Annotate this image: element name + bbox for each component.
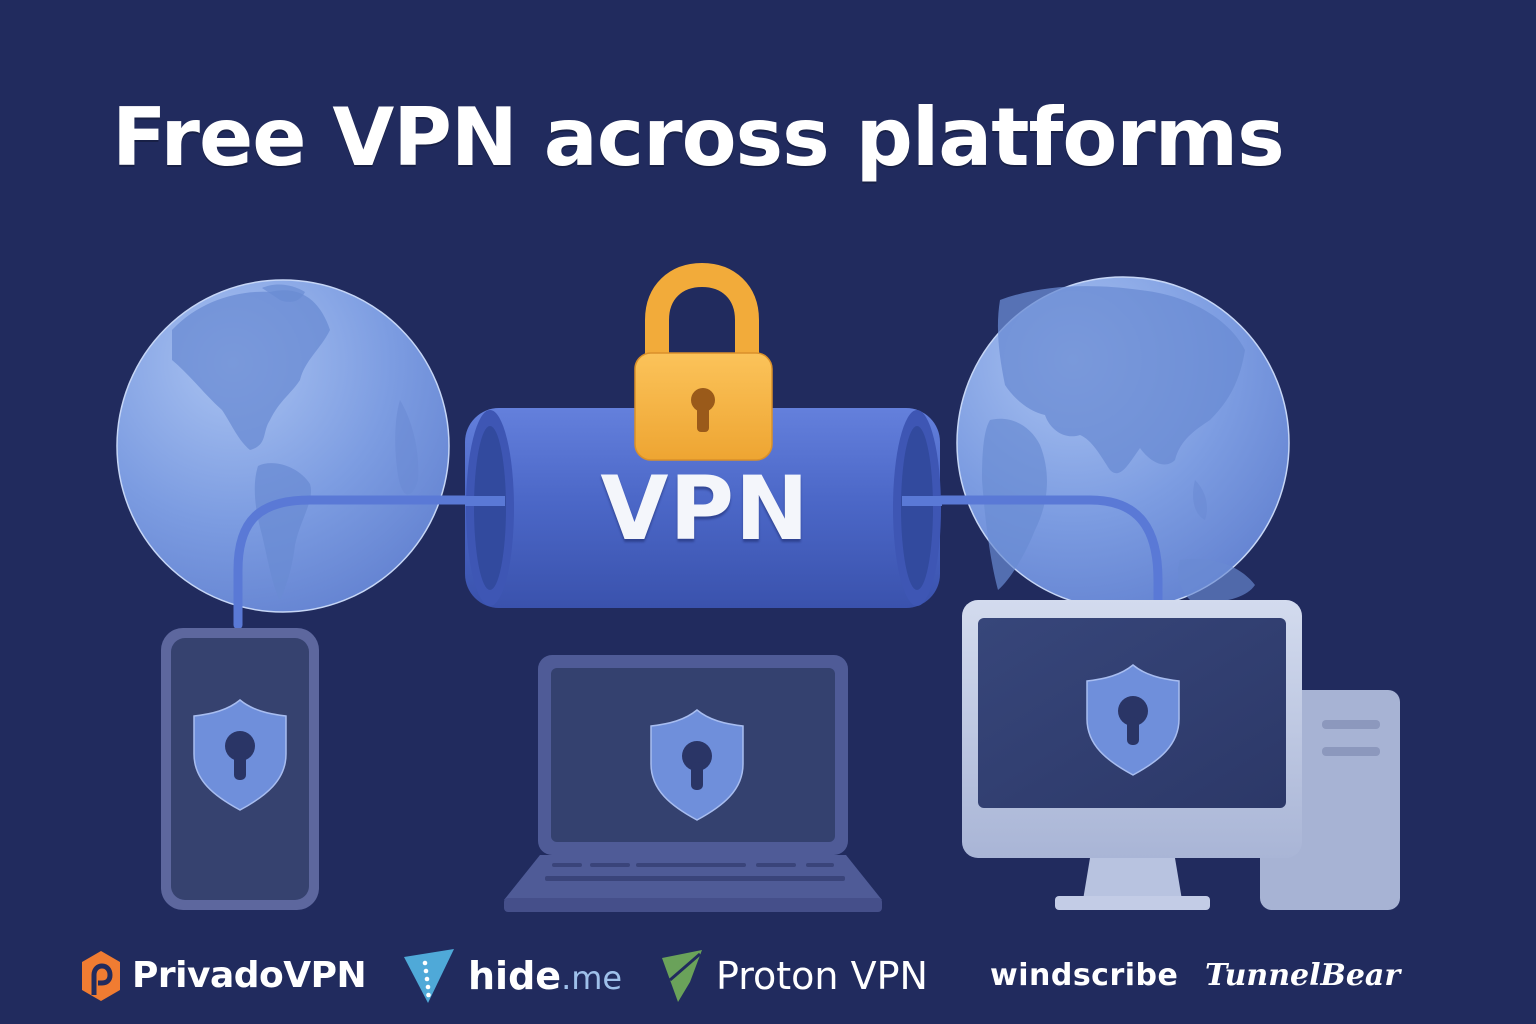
brand-protonvpn: Proton VPN <box>660 936 928 1016</box>
globe-eurasia <box>956 276 1290 610</box>
cable-right <box>900 495 1163 610</box>
brand-hideme-main: hide <box>468 954 562 998</box>
globe-americas <box>116 279 450 613</box>
proton-shield-icon <box>662 950 702 1002</box>
privado-hexagon-icon <box>82 951 120 1001</box>
brand-privadovpn: PrivadoVPN <box>80 936 367 1016</box>
brand-tunnelbear: TunnelBear <box>1205 936 1400 1016</box>
desktop-device <box>962 600 1400 910</box>
padlock-icon <box>634 262 773 461</box>
brand-tunnelbear-text: TunnelBear <box>1205 958 1401 993</box>
brand-protonvpn-text: Proton VPN <box>716 954 928 998</box>
brand-windscribe-text: windscribe <box>990 958 1179 993</box>
hideme-triangle-icon <box>404 949 454 1003</box>
phone-device <box>161 628 319 910</box>
brand-hideme-text: hide.me <box>468 957 622 995</box>
brand-privadovpn-text: PrivadoVPN <box>132 955 367 996</box>
laptop-device <box>504 655 882 912</box>
brand-windscribe: windscribe <box>990 936 1178 1016</box>
vpn-tunnel <box>465 408 942 608</box>
brand-hideme: hide.me <box>402 936 622 1016</box>
brand-logos-row: PrivadoVPN hide.me Proton VPN windscribe… <box>0 936 1536 1016</box>
cable-left <box>233 495 525 630</box>
brand-hideme-suffix: .me <box>561 959 623 997</box>
tunnel-vpn-label: VPN <box>600 457 810 560</box>
page-title: Free VPN across platforms <box>112 91 1285 184</box>
